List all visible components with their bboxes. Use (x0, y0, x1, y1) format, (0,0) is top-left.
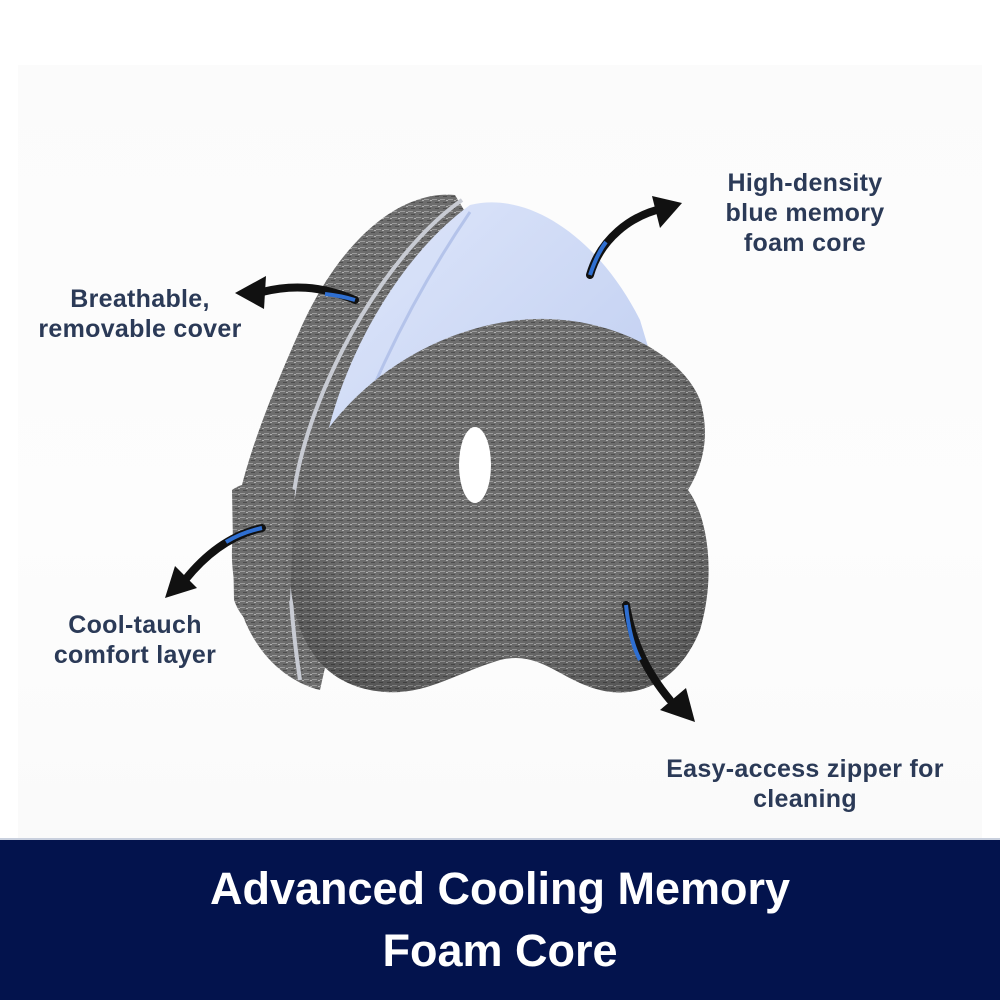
cushion-hole (459, 427, 491, 503)
callout-line: Easy-access zipper for (666, 755, 944, 783)
callout-line: foam core (743, 229, 867, 257)
callout-zipper: Easy-access zipper for cleaning (630, 754, 980, 814)
banner-title-line-1: Advanced Cooling Memory (209, 863, 791, 914)
callout-comfort-layer: Cool-tauch comfort layer (20, 610, 250, 670)
arrow-to-cover-icon (235, 276, 359, 309)
callout-line: blue memory (725, 199, 885, 227)
arrow-to-foam-core-icon (586, 196, 682, 279)
arrow-to-zipper-icon (622, 601, 695, 722)
callout-line: Cool-tauch (68, 611, 202, 639)
callout-line: Breathable, (70, 285, 210, 313)
callout-line: comfort layer (53, 641, 217, 669)
title-banner: Advanced Cooling Memory Foam Core (0, 838, 1000, 1000)
product-photo-area: High-density blue memory foam core Breat… (10, 65, 982, 838)
arrow-to-comfort-layer-icon (165, 524, 266, 598)
callout-cover: Breathable, removable cover (10, 284, 270, 344)
callout-foam-core: High-density blue memory foam core (690, 168, 920, 258)
callout-line: High-density (727, 169, 883, 197)
callout-line: removable cover (38, 315, 242, 343)
banner-title-line-2: Foam Core (382, 925, 618, 976)
callout-line: cleaning (753, 785, 857, 813)
knee-pillow-illustration (165, 194, 709, 722)
zipper-line (287, 198, 464, 681)
